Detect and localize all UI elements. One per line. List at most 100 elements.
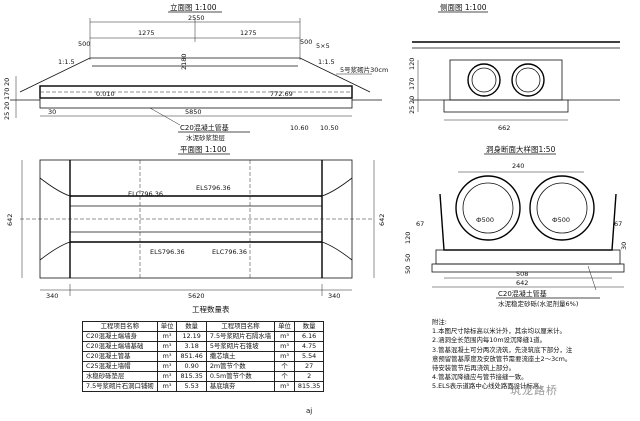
table-cell: m³ xyxy=(274,341,295,352)
note-line: 1.本图尺寸除标高以米计外，其余均以厘米计。 xyxy=(432,327,566,336)
table-cell: m³ xyxy=(274,351,295,362)
notes-block: 附注: 1.本图尺寸除标高以米计外，其余均以厘米计。 2.涵洞全长范围内每10m… xyxy=(432,318,632,392)
table-cell: m³ xyxy=(156,361,178,372)
page-code: aj xyxy=(306,407,313,415)
table-cell: m³ xyxy=(156,371,178,382)
section-dim-642: 642 xyxy=(516,279,528,287)
table-cell: 5.53 xyxy=(176,381,207,392)
table-cell: 7.5号浆砌片石隔水墙 xyxy=(205,331,276,342)
watermark: 筑龙路桥 xyxy=(510,384,558,397)
table-cell: 815.35 xyxy=(176,371,207,382)
quantity-table: 工程项目名称 单位 数量 工程项目名称 单位 数量 C20混凝土端墙身 m³ 1… xyxy=(82,321,325,392)
elev-bottom-dim-2: 10.50 xyxy=(320,124,339,132)
side-view: 侧面图 1:100 662 120 170 20 25 xyxy=(408,2,620,132)
table-cell: 2m管节个数 xyxy=(205,361,276,372)
section-dim-67-left: 67 xyxy=(416,220,424,228)
table-header: 数量 xyxy=(293,321,325,332)
table-header: 数量 xyxy=(176,321,207,332)
elev-bottom-dim-1: 10.60 xyxy=(290,124,309,132)
table-cell: m³ xyxy=(274,381,295,392)
side-dim-20: 20 xyxy=(408,96,416,104)
table-cell: m³ xyxy=(274,331,295,342)
note-line: 待安装管节后再浇筑上部分。 xyxy=(432,364,516,373)
plan-dim-340-left: 340 xyxy=(46,292,58,300)
elev-pipe-label: C20混凝土管基 xyxy=(180,123,229,132)
elev-dim-500: 500 xyxy=(78,40,90,48)
elev-side-dim-25: 25 xyxy=(3,112,11,120)
table-row: C20混凝土端墙基础 m³ 3.18 5号浆砌片石锥坡 m³ 4.75 xyxy=(82,341,325,352)
note-line: 意预留管基厚度及安放管节需要流座土2～3cm。 xyxy=(432,354,572,363)
elev-base-dim-30: 30 xyxy=(48,108,56,116)
table-cell: 12.19 xyxy=(176,331,207,342)
section-title: 洞身断面大样图1:50 xyxy=(486,144,556,154)
table-cell: 0.5m管节个数 xyxy=(205,371,276,382)
note-line: 5.ELS表示道路中心线处路面设计标高。 xyxy=(432,382,546,391)
section-sand-label: 水泥稳定砂砾(水泥剂量6%) xyxy=(498,299,578,308)
table-cell: 3.18 xyxy=(176,341,207,352)
elev-side-dim-170: 170 xyxy=(3,88,11,100)
section-detail: 洞身断面大样图1:50 240 Ф500 Ф500 67 120 50 50 6… xyxy=(404,144,628,308)
plan-label-3: ELS796.36 xyxy=(150,248,185,256)
table-row: 7.5号浆砌片石洞口铺砌 m³ 5.53 基底填夯 m³ 815.35 xyxy=(82,381,325,392)
table-cell: C25混凝土墙帽 xyxy=(82,361,158,372)
elev-slope-left: 1:1.5 xyxy=(58,58,75,66)
note-line: 2.涵洞全长范围内每10m设沉降缝1道。 xyxy=(432,336,546,345)
section-dim-50b: 50 xyxy=(404,266,412,274)
section-dim-67-right: 67 xyxy=(614,220,622,228)
table-cell: 个 xyxy=(274,361,295,372)
table-cell: C20混凝土端墙身 xyxy=(82,331,158,342)
table-header: 工程项目名称 xyxy=(82,321,158,332)
table-cell: m³ xyxy=(156,331,178,342)
elev-base-dim-5850: 5850 xyxy=(185,108,202,116)
section-dim-30: 30 xyxy=(620,242,628,250)
elevation-title: 立面图 1:100 xyxy=(170,2,217,12)
quantity-table-title: 工程数量表 xyxy=(192,305,230,314)
table-row: C25混凝土墙帽 m³ 0.90 2m管节个数 个 27 xyxy=(82,361,325,372)
note-line: 4.管基沉降缝应与管节接缝一致。 xyxy=(432,373,528,382)
elev-level-left: 0.010 xyxy=(96,90,115,98)
table-cell: 7.5号浆砌片石洞口铺砌 xyxy=(82,381,158,392)
plan-label-4: ELC796.36 xyxy=(212,248,247,256)
plan-title: 平面图 1:100 xyxy=(180,145,227,154)
elev-level-right: 772.69 xyxy=(270,90,293,98)
table-cell: 5.54 xyxy=(293,351,325,362)
table-cell: 个 xyxy=(274,371,295,382)
plan-dim-5620: 5620 xyxy=(188,292,205,300)
table-cell: C20混凝土管基 xyxy=(82,351,158,362)
plan-label-1: ELC796.36 xyxy=(128,190,163,198)
table-header: 单位 xyxy=(274,321,295,332)
table-cell: m³ xyxy=(156,351,178,362)
plan-label-2: ELS796.36 xyxy=(196,184,231,192)
table-cell: 0.90 xyxy=(176,361,207,372)
section-pipe-left: Ф500 xyxy=(476,216,494,224)
section-dim-508: 508 xyxy=(516,270,528,278)
elev-dim-1275-left: 1275 xyxy=(138,29,155,37)
section-dim-50a: 50 xyxy=(404,254,412,262)
table-cell: 基底填夯 xyxy=(205,381,276,392)
side-dim-total: 662 xyxy=(498,124,510,132)
note-line: 3.管基混凝土可分两次浇筑，先浇筑底下部分，注 xyxy=(432,345,573,354)
elevation-view: 立面图 1:100 1275 1275 2550 500 500 1:1.5 1… xyxy=(3,2,388,142)
elev-note-slurry: 5号浆砌片30cm xyxy=(340,65,388,74)
table-cell: 2 xyxy=(293,371,325,382)
table-cell: m³ xyxy=(156,341,178,352)
side-dim-25: 25 xyxy=(408,106,416,114)
side-dim-170: 170 xyxy=(408,78,416,90)
table-header: 工程项目名称 xyxy=(205,321,276,332)
table-cell: 6.16 xyxy=(293,331,325,342)
table-cell: m³ xyxy=(156,381,178,392)
table-row: C20混凝土管基 m³ 851.46 撒芯填土 m³ 5.54 xyxy=(82,351,325,362)
section-base-label: C20混凝土管基 xyxy=(498,289,547,298)
elev-dim-1275-right: 1275 xyxy=(240,29,257,37)
table-cell: 4.75 xyxy=(293,341,325,352)
table-row: 水稳砂砾垫层 m³ 815.35 0.5m管节个数 个 2 xyxy=(82,371,325,382)
table-cell: 27 xyxy=(293,361,325,372)
side-dim-120: 120 xyxy=(408,58,416,70)
elev-side-dim-20b: 20 xyxy=(3,102,11,110)
notes-heading: 附注: xyxy=(432,318,447,326)
plan-dim-340-right: 340 xyxy=(328,292,340,300)
table-row: C20混凝土端墙身 m³ 12.19 7.5号浆砌片石隔水墙 m³ 6.16 xyxy=(82,331,325,342)
table-cell: 5号浆砌片石锥坡 xyxy=(205,341,276,352)
table-cell: 851.46 xyxy=(176,351,207,362)
